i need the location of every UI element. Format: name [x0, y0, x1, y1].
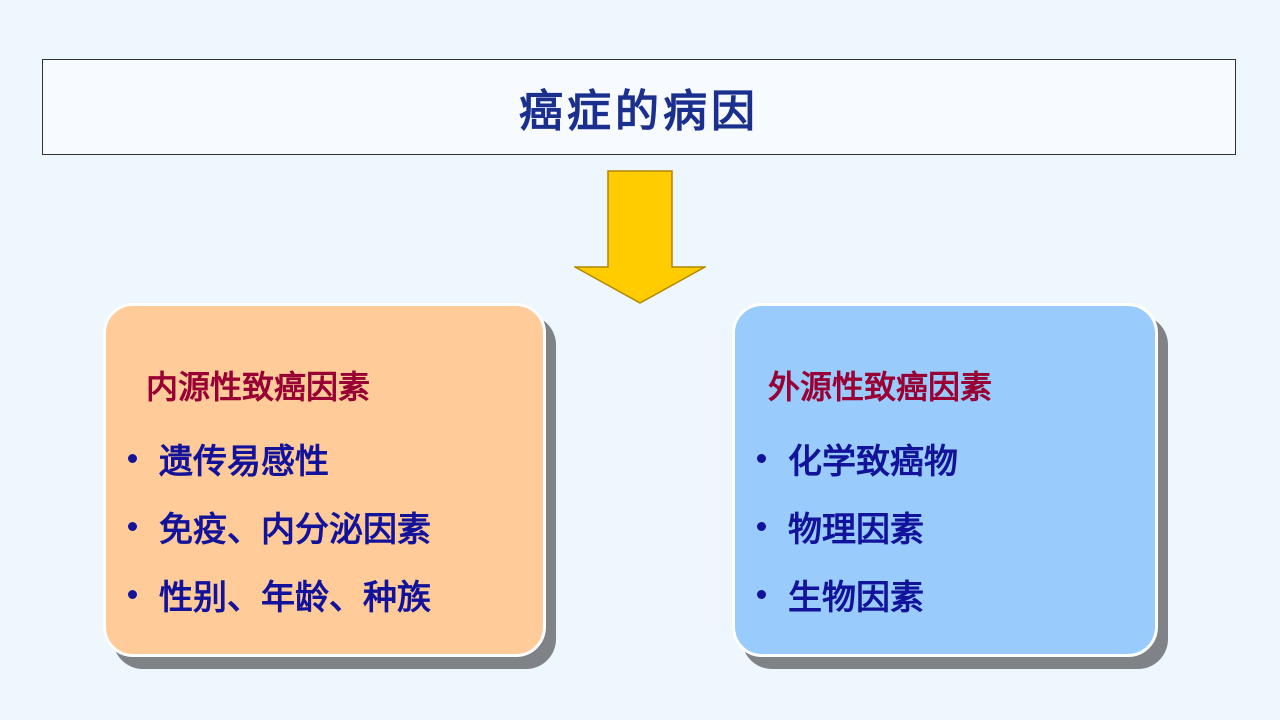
- bullet-icon: [128, 453, 137, 463]
- bullet-icon: [757, 589, 766, 599]
- list-item: 物理因素: [757, 492, 958, 560]
- list-item: 性别、年龄、种族: [128, 560, 431, 628]
- list-item-label: 物理因素: [788, 509, 924, 550]
- list-item-label: 生物因素: [788, 577, 924, 618]
- list-item: 免疫、内分泌因素: [128, 492, 431, 560]
- list-item: 化学致癌物: [757, 424, 958, 492]
- exogenous-factors-panel: 外源性致癌因素 化学致癌物 物理因素 生物因素: [732, 303, 1158, 657]
- slide-title: 癌症的病因: [519, 86, 759, 137]
- list-item: 遗传易感性: [128, 424, 431, 492]
- exogenous-factors-list: 化学致癌物 物理因素 生物因素: [757, 424, 958, 628]
- endogenous-factors-heading: 内源性致癌因素: [146, 368, 371, 406]
- list-item-label: 化学致癌物: [788, 441, 958, 482]
- endogenous-factors-list: 遗传易感性 免疫、内分泌因素 性别、年龄、种族: [128, 424, 431, 628]
- bullet-icon: [757, 453, 766, 463]
- bullet-icon: [128, 589, 137, 599]
- down-arrow-icon: [574, 170, 706, 304]
- list-item: 生物因素: [757, 560, 958, 628]
- exogenous-factors-heading: 外源性致癌因素: [768, 368, 993, 406]
- bullet-icon: [128, 521, 137, 531]
- list-item-label: 性别、年龄、种族: [159, 577, 431, 618]
- title-box: 癌症的病因: [42, 59, 1236, 155]
- list-item-label: 免疫、内分泌因素: [159, 509, 431, 550]
- bullet-icon: [757, 521, 766, 531]
- list-item-label: 遗传易感性: [159, 441, 329, 482]
- endogenous-factors-panel: 内源性致癌因素 遗传易感性 免疫、内分泌因素 性别、年龄、种族: [103, 303, 546, 657]
